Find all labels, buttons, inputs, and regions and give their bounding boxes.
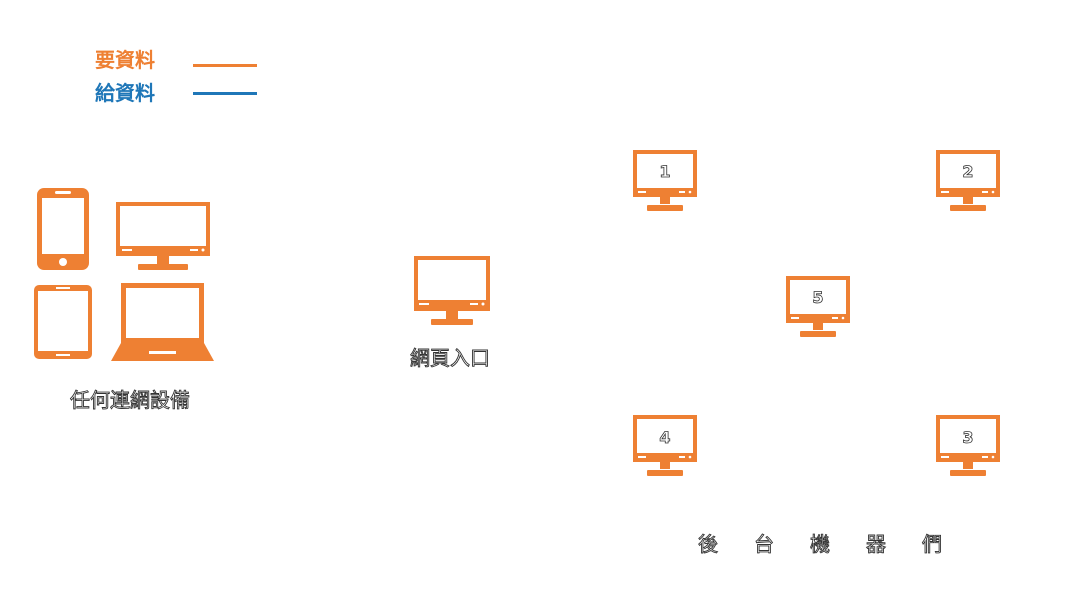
servers-caption: 後台機器們 [670,532,970,557]
gateway-caption: 網頁入口 [410,346,491,371]
devices-caption: 任何連網設備 [70,388,191,413]
monitor-icon [786,276,850,337]
servers-caption-char: 台 [754,532,775,557]
server-node-label: 4 [659,428,671,448]
legend-request-label: 要資料 [95,48,155,72]
server-node-label: 3 [962,428,974,448]
server-node-3: 3 [936,415,1000,477]
server-node-4: 4 [633,415,697,477]
laptop-icon [111,283,214,361]
monitor-icon [936,150,1000,211]
servers-caption-char: 機 [810,532,831,557]
monitor-icon [936,415,1000,476]
server-node-label: 2 [962,162,974,182]
servers-caption-char: 器 [866,532,887,557]
smartphone-icon [37,188,89,270]
legend-give-label: 給資料 [95,81,155,105]
server-node-label: 5 [812,288,824,308]
monitor-icon [633,415,697,476]
servers-caption-char: 後 [698,532,719,557]
gateway-monitor-icon [414,256,490,325]
monitor-icon [116,202,210,270]
tablet-icon [34,285,92,359]
legend-request-line [193,64,257,67]
server-node-1: 1 [633,150,697,212]
server-node-5: 5 [786,276,850,338]
monitor-icon [633,150,697,211]
legend-give-line [193,92,257,95]
server-node-2: 2 [936,150,1000,212]
servers-caption-char: 們 [922,532,943,557]
server-node-label: 1 [659,162,671,182]
